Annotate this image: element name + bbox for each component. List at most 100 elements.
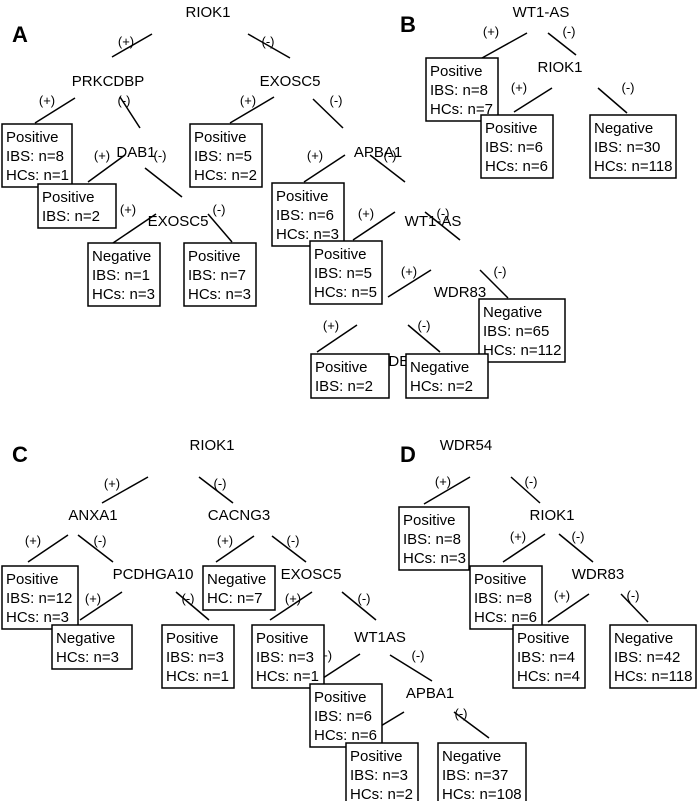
branch-edge-negative <box>341 591 377 621</box>
branch-label-negative: (-) <box>384 148 397 163</box>
branch-label-negative: (-) <box>214 476 227 491</box>
branch-label-negative: (-) <box>358 591 371 606</box>
leaf-box <box>183 242 257 307</box>
leaf-count-label: IBS: n=30 <box>594 139 660 156</box>
split-node: RIOK1 <box>185 4 230 21</box>
branch-label-positive: (+) <box>104 476 120 491</box>
branch-label-negative: (-) <box>494 264 507 279</box>
branch-edge-negative <box>558 533 594 563</box>
leaf-class-label: Positive <box>314 246 367 263</box>
branch-edge-negative <box>77 534 114 563</box>
leaf-count-label: HCs: n=2 <box>410 378 473 395</box>
leaf-count-label: HCs: n=108 <box>442 786 522 801</box>
branch-edge-positive <box>513 87 553 113</box>
leaf-box <box>310 353 390 399</box>
leaf-class-label: Positive <box>166 630 219 647</box>
branch-edge-positive <box>229 96 275 124</box>
panel-letter: B <box>400 12 416 37</box>
leaf-box <box>405 353 489 399</box>
branch-edge-negative <box>207 213 233 243</box>
leaf-count-label: HCs: n=3 <box>6 609 69 626</box>
split-node: WDR83 <box>572 566 625 583</box>
split-node: EXOSC5 <box>148 213 209 230</box>
branch-edge-positive <box>547 593 590 623</box>
leaf-count-label: IBS: n=8 <box>403 531 461 548</box>
branch-edge-negative <box>271 535 307 563</box>
leaf-count-label: HC: n=7 <box>207 590 262 607</box>
leaf-class-label: Negative <box>594 120 653 137</box>
branch-label-negative: (-) <box>118 93 131 108</box>
branch-edge-positive <box>502 533 546 563</box>
panel-letter: A <box>12 22 28 47</box>
branch-edge-positive <box>79 591 123 621</box>
branch-label-negative: (-) <box>94 533 107 548</box>
branch-edge-negative <box>119 96 141 129</box>
branch-label-negative: (-) <box>627 588 640 603</box>
leaf-count-label: HCs: n=112 <box>483 342 562 359</box>
branch-label-negative: (-) <box>455 706 468 721</box>
branch-edge-positive <box>481 32 528 59</box>
leaf-box <box>437 742 527 801</box>
leaf-count-label: IBS: n=7 <box>188 267 246 284</box>
leaf-count-label: HCs: n=2 <box>350 786 413 801</box>
branch-edge-positive <box>423 476 471 505</box>
split-node: WDR83 <box>434 284 487 301</box>
split-node: CACNG3 <box>208 507 271 524</box>
split-node: ANXA1 <box>68 507 117 524</box>
panel-letter: C <box>12 442 28 467</box>
leaf-class-label: Negative <box>442 748 501 765</box>
leaf-count-label: HCs: n=3 <box>403 550 466 567</box>
leaf-box <box>1 123 73 188</box>
branch-edge-negative <box>198 476 234 504</box>
leaf-class-label: Negative <box>92 248 151 265</box>
leaf-box <box>480 114 554 179</box>
leaf-box <box>512 624 586 689</box>
branch-label-negative: (-) <box>287 533 300 548</box>
leaf-count-label: HCs: n=3 <box>276 226 339 243</box>
leaf-class-label: Positive <box>188 248 241 265</box>
leaf-box <box>189 123 263 188</box>
branch-label-negative: (-) <box>330 93 343 108</box>
leaf-class-label: Positive <box>42 189 95 206</box>
branch-label-positive: (+) <box>483 24 499 39</box>
split-node: RIOK1 <box>537 59 582 76</box>
leaf-count-label: HCs: n=6 <box>314 727 377 744</box>
leaf-count-label: IBS: n=2 <box>42 208 100 225</box>
split-node: APBA1 <box>406 685 454 702</box>
branch-label-positive: (+) <box>554 588 570 603</box>
branch-label-positive: (+) <box>94 148 110 163</box>
branch-label-positive: (+) <box>401 264 417 279</box>
leaf-count-label: HCs: n=118 <box>614 668 693 685</box>
branch-label-negative: (-) <box>622 80 635 95</box>
branch-edge-positive <box>387 269 432 298</box>
leaf-count-label: HCs: n=1 <box>256 668 319 685</box>
branch-edge-negative <box>620 593 649 623</box>
leaf-class-label: Positive <box>403 512 456 529</box>
branch-edge-negative <box>597 87 628 114</box>
branch-edge-positive <box>111 33 153 58</box>
branch-label-positive: (+) <box>285 591 301 606</box>
branch-edge-negative <box>389 654 433 682</box>
leaf-class-label: Negative <box>614 630 673 647</box>
branch-label-positive: (+) <box>307 148 323 163</box>
branch-label-negative: (-) <box>525 474 538 489</box>
branch-edge-positive <box>27 534 69 563</box>
leaf-count-label: HCs: n=6 <box>474 609 537 626</box>
branch-label-positive: (+) <box>323 318 339 333</box>
leaf-count-label: IBS: n=8 <box>474 590 532 607</box>
branch-edge-positive <box>316 324 358 353</box>
